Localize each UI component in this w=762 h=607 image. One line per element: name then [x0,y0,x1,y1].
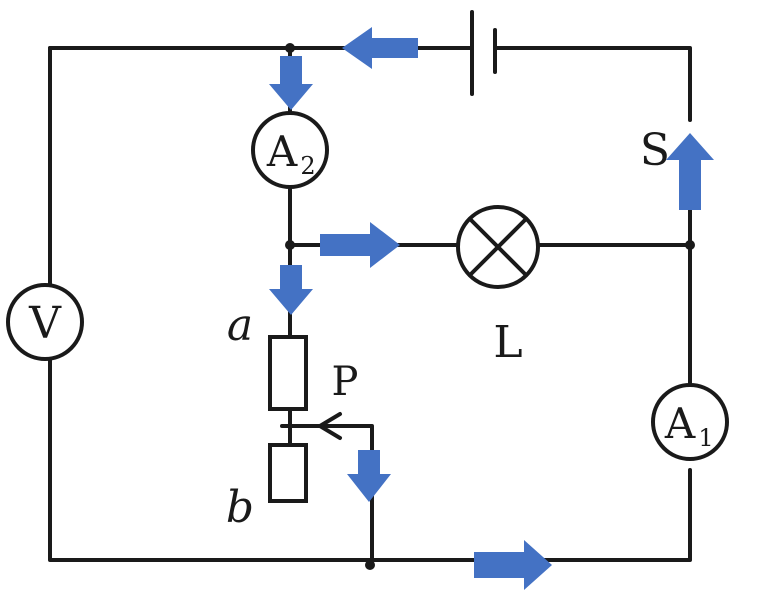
current-arrow-bottom-right [474,540,552,590]
lamp-label: L [493,317,522,368]
voltmeter-label: V [28,298,62,349]
ammeter-a1-subscript: 1 [698,424,713,452]
ammeter-a1-label: A [664,399,696,448]
current-arrow-from-slider [347,450,391,502]
ammeter-a2: A 2 [251,111,329,189]
switch-label: S [640,125,670,176]
lamp [456,205,540,289]
battery-cell [470,10,497,96]
current-arrow-into-a2 [269,56,313,110]
ammeter-a2-label: A [266,127,298,176]
junction-top [285,43,295,53]
slider-label: P [332,359,359,405]
rheostat [268,335,330,503]
terminal-a-label: a [227,300,253,351]
current-arrow-top-left [342,27,418,69]
current-arrow-through-switch [666,133,714,210]
ammeter-a1: A 1 [651,383,729,461]
slider-p [318,412,374,562]
current-arrow-into-rheostat [269,265,313,315]
terminal-b-label: b [226,482,254,533]
current-arrow-toward-lamp [320,222,400,268]
voltmeter: V [6,283,84,361]
junction-bottom [365,560,375,570]
ammeter-a2-subscript: 2 [300,152,315,180]
top-wire-right [495,46,692,87]
